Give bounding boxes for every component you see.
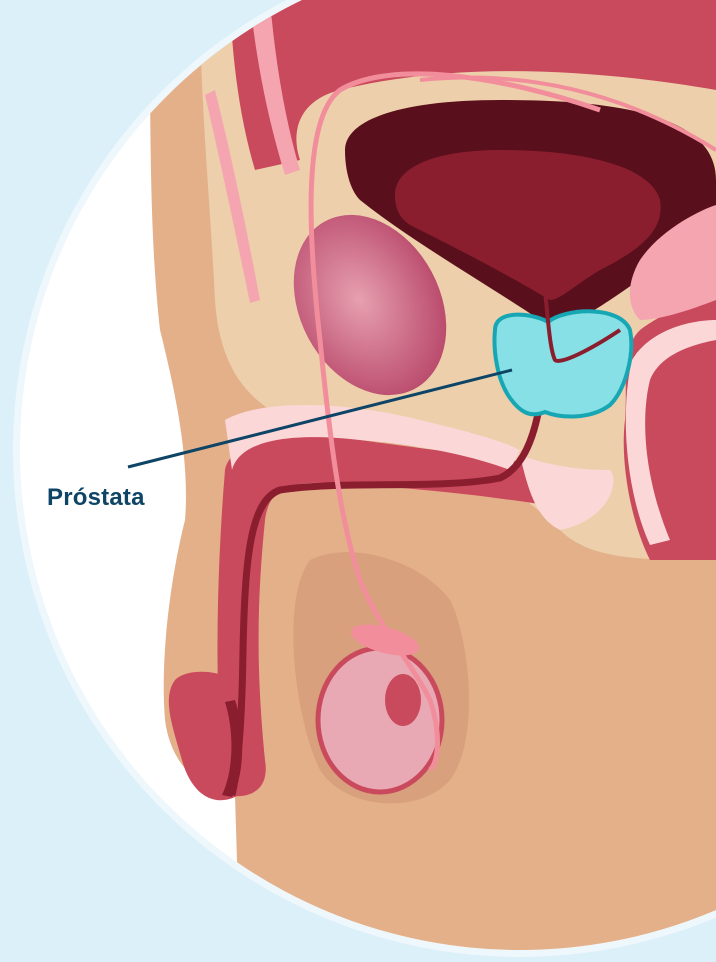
prostate-gland [495,311,632,416]
testis [318,648,442,792]
epididymis [385,674,421,726]
prostate-label: Próstata [47,484,145,512]
